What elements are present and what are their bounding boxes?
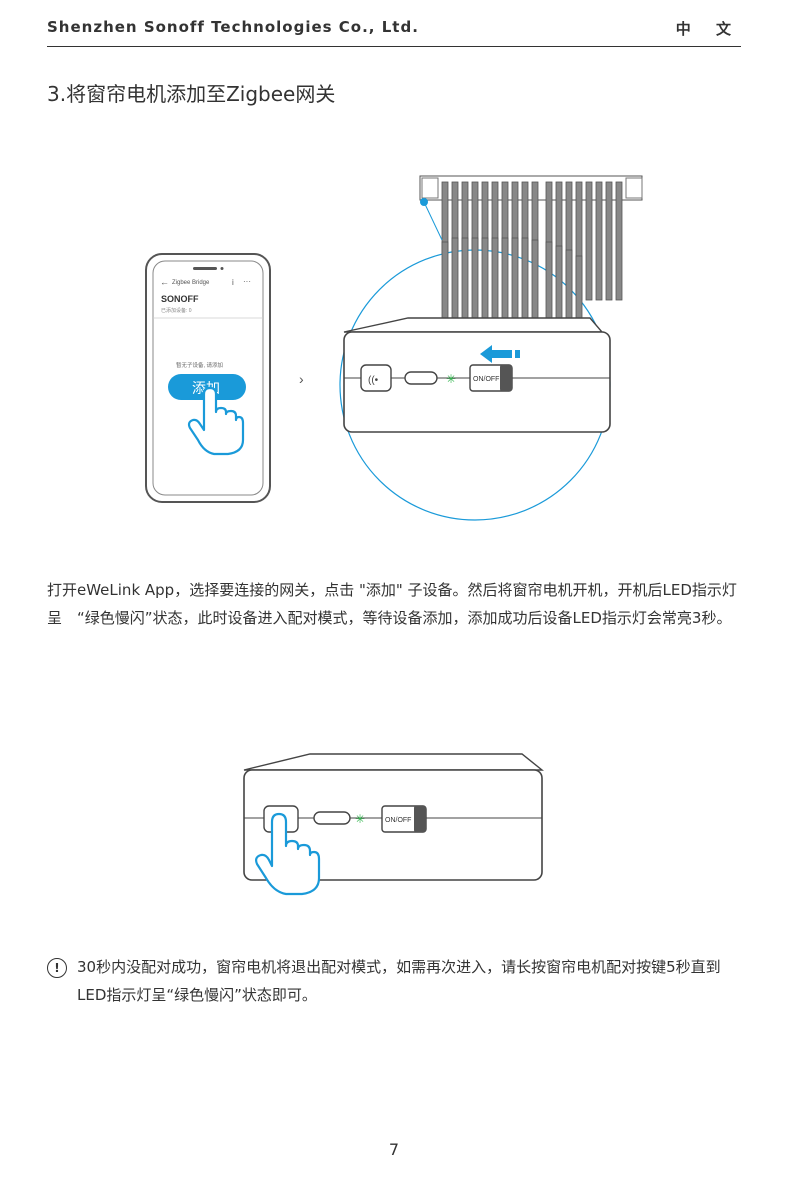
hand-pointer-icon xyxy=(187,386,245,456)
brand-logo: SONOFF xyxy=(161,294,199,304)
add-button xyxy=(168,374,246,400)
switch-label: ON/OFF xyxy=(473,376,499,383)
page-header: Shenzhen Sonoff Technologies Co., Ltd. 中… xyxy=(47,14,741,47)
pair-button-icon xyxy=(360,364,392,392)
pairing-illustration: ← Zigbee Bridge i ··· SONOFF 已添加设备: 0 暂无… xyxy=(145,175,643,521)
page-number: 7 xyxy=(388,1140,400,1159)
phone-illustration: ← Zigbee Bridge i ··· SONOFF 已添加设备: 0 暂无… xyxy=(145,253,271,503)
company-name: Shenzhen Sonoff Technologies Co., Ltd. xyxy=(47,18,419,36)
instruction-paragraph: 打开eWeLink App，选择要连接的网关，点击 "添加" 子设备。然后将窗帘… xyxy=(47,581,737,627)
phone-header-title: Zigbee Bridge xyxy=(172,280,210,286)
led-icon: ✳ xyxy=(446,372,456,386)
language-label: 中 文 xyxy=(675,20,741,38)
next-arrow-icon: › xyxy=(299,371,304,387)
warning-text: 30秒内没配对成功，窗帘电机将退出配对模式，如需再次进入，请长按窗帘电机配对按键… xyxy=(77,958,721,1004)
led-icon: ✳ xyxy=(355,812,365,826)
warning-note: ! 30秒内没配对成功，窗帘电机将退出配对模式，如需再次进入，请长按窗帘电机配对… xyxy=(47,953,747,1009)
device-count: 已添加设备: 0 xyxy=(161,307,192,314)
more-icon: ··· xyxy=(243,277,251,286)
svg-text:((•: ((• xyxy=(368,375,379,386)
back-arrow-icon: ← xyxy=(160,277,169,287)
empty-text: 暂无子设备, 请添加 xyxy=(176,361,223,369)
switch-label: ON/OFF xyxy=(385,817,411,824)
slide-arrow-icon xyxy=(480,345,512,363)
usb-port-icon xyxy=(313,811,351,825)
section-title: 3.将窗帘电机添加至Zigbee网关 xyxy=(47,82,336,106)
exclamation-icon: ! xyxy=(47,958,67,978)
long-press-illustration: ((• ✳ ON/OFF xyxy=(243,753,544,896)
usb-port-icon xyxy=(404,371,438,385)
magnified-view: ((• ✳ ON/OFF xyxy=(339,201,611,521)
info-icon: i xyxy=(232,278,234,287)
hand-pointer-icon xyxy=(255,812,321,896)
